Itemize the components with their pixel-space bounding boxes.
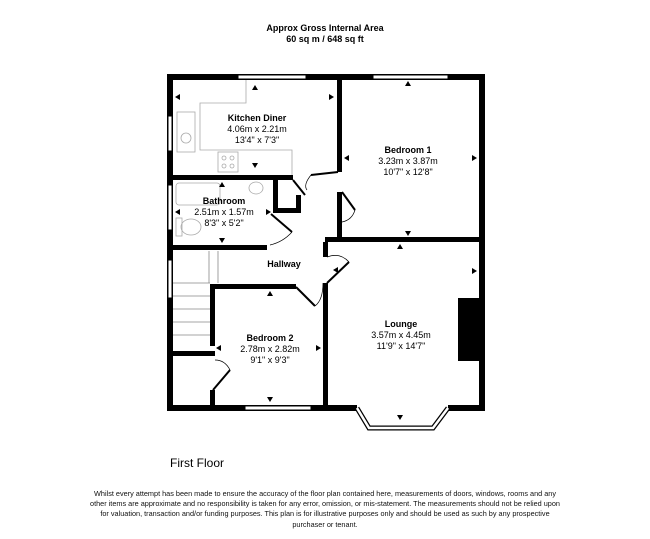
disclaimer-text: Whilst every attempt has been made to en… — [90, 489, 560, 529]
room-name: Hallway — [267, 259, 301, 269]
room-bedroom-2: Bedroom 2 2.78m x 2.82m 9'1" x 9'3" — [240, 333, 300, 365]
room-hallway: Hallway — [267, 259, 301, 269]
staircase — [173, 251, 219, 336]
room-bedroom-1: Bedroom 1 3.23m x 3.87m 10'7" x 12'8" — [378, 145, 438, 177]
room-imperial: 11'9" x 14'7" — [377, 341, 426, 351]
hob-icon — [217, 151, 239, 173]
room-imperial: 13'4" x 7'3" — [235, 135, 279, 145]
measurement-markers — [175, 81, 477, 420]
room-metric: 3.57m x 4.45m — [371, 330, 431, 340]
room-name: Kitchen Diner — [228, 113, 287, 123]
gross-area-header: Approx Gross Internal Area 60 sq m / 648… — [0, 23, 650, 45]
fixtures — [175, 80, 293, 237]
sink-icon — [176, 111, 196, 153]
room-metric: 4.06m x 2.21m — [227, 124, 287, 134]
windows — [167, 74, 449, 411]
room-metric: 2.51m x 1.57m — [194, 207, 254, 217]
gross-area-title: Approx Gross Internal Area — [266, 23, 384, 33]
walls — [167, 74, 485, 411]
room-name: Bedroom 2 — [246, 333, 293, 343]
room-name: Bathroom — [203, 196, 246, 206]
floor-label: First Floor — [170, 456, 224, 470]
basin-icon — [248, 181, 264, 195]
room-name: Lounge — [385, 319, 418, 329]
room-imperial: 10'7" x 12'8" — [383, 167, 432, 177]
bath-icon — [175, 182, 221, 206]
room-lounge: Lounge 3.57m x 4.45m 11'9" x 14'7" — [371, 319, 431, 351]
gross-area-value: 60 sq m / 648 sq ft — [286, 34, 364, 44]
room-metric: 3.23m x 3.87m — [378, 156, 438, 166]
room-bathroom: Bathroom 2.51m x 1.57m 8'3" x 5'2" — [194, 196, 254, 228]
room-kitchen-diner: Kitchen Diner 4.06m x 2.21m 13'4" x 7'3" — [227, 113, 287, 145]
room-metric: 2.78m x 2.82m — [240, 344, 300, 354]
toilet-icon — [175, 217, 183, 237]
room-imperial: 9'1" x 9'3" — [250, 355, 289, 365]
room-imperial: 8'3" x 5'2" — [204, 218, 243, 228]
bay-window — [354, 406, 450, 431]
room-name: Bedroom 1 — [384, 145, 431, 155]
